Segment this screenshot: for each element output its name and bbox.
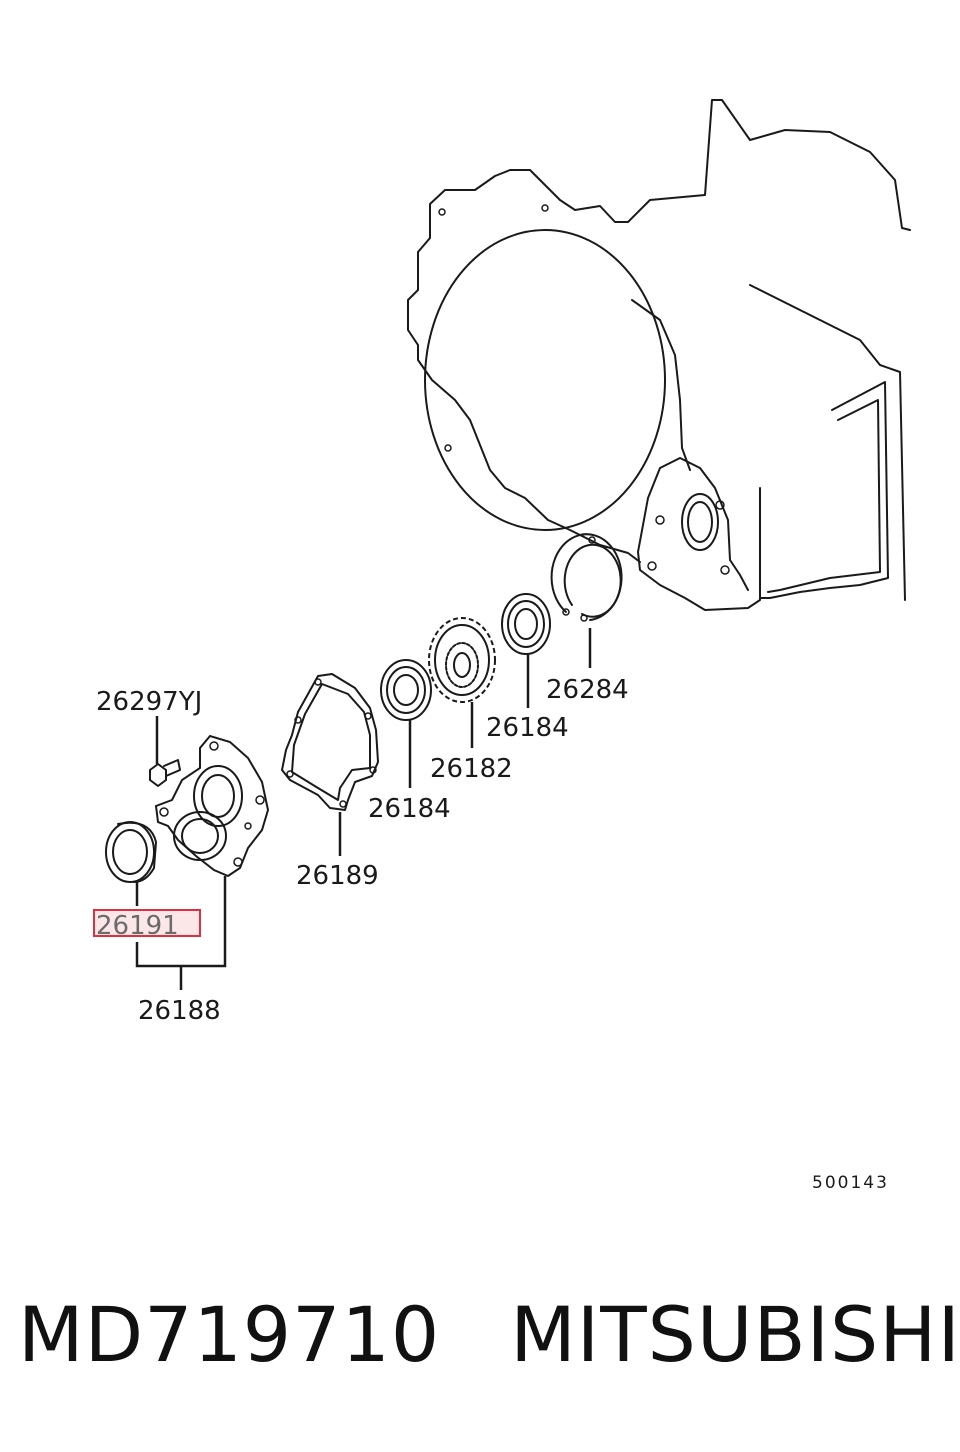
gasket-part — [281, 673, 379, 811]
gear-callout: 26182 — [430, 754, 513, 784]
oil-seal-callout: 26191 — [96, 911, 179, 941]
highlight-box — [93, 909, 201, 937]
bolt-callout: 26297YJ — [96, 687, 202, 717]
housing-part — [154, 734, 270, 878]
housing-assembly-callout: 26188 — [138, 996, 221, 1026]
footer-caption: MD719710 MITSUBISHI — [18, 1290, 960, 1379]
reference-number: 500143 — [812, 1173, 889, 1193]
bolt-part — [149, 759, 181, 787]
bearing-left-callout: 26184 — [368, 794, 451, 824]
snap-ring-callout: 26284 — [546, 675, 629, 705]
part-number: MD719710 — [18, 1290, 441, 1379]
bearing-left-part — [380, 659, 432, 721]
gear-part — [428, 617, 496, 703]
transmission-case — [407, 99, 911, 611]
bearing-right-part — [501, 593, 551, 655]
assembly-bracket — [135, 876, 227, 990]
bearing-right-callout: 26184 — [486, 713, 569, 743]
oil-seal-part — [105, 821, 157, 883]
gasket-callout: 26189 — [296, 861, 379, 891]
snap-ring-part — [550, 533, 623, 622]
brand-name: MITSUBISHI — [510, 1290, 960, 1379]
